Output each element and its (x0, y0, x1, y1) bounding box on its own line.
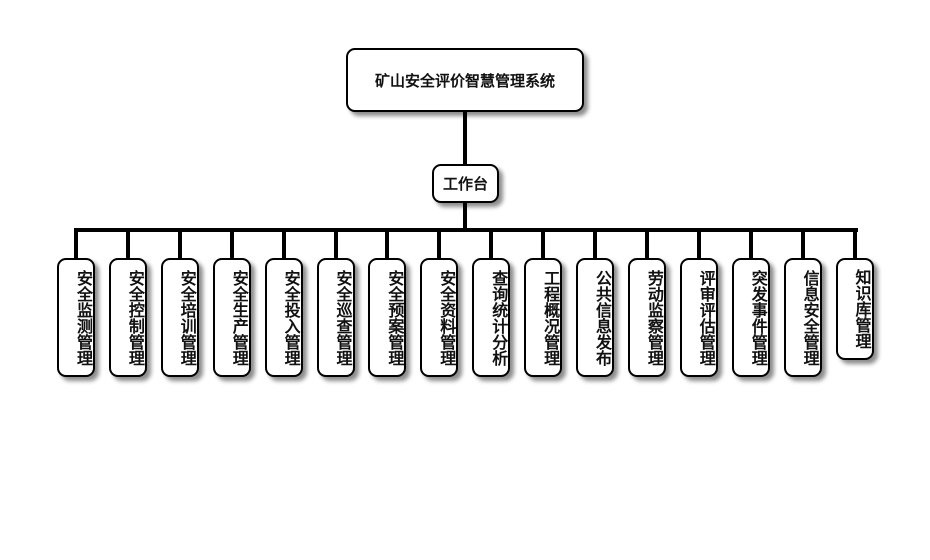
connector-drop (852, 230, 857, 258)
module-node[interactable]: 劳动监察管理 (627, 258, 666, 377)
workbench-node[interactable]: 工作台 (432, 164, 499, 203)
module-node[interactable]: 安全预案管理 (368, 258, 407, 377)
connector-drop (281, 230, 286, 258)
module-node[interactable]: 安全投入管理 (264, 258, 303, 377)
connector-drop (593, 230, 597, 258)
connector-drop (125, 230, 130, 258)
connector-drop (489, 230, 494, 258)
module-node[interactable]: 安全监测管理 (57, 258, 95, 377)
connector-drop (644, 230, 649, 258)
module-node[interactable]: 工程概况管理 (524, 258, 563, 377)
connector-drop (541, 230, 546, 258)
connector-drop (800, 230, 805, 258)
connector-hub-bus (463, 203, 467, 231)
module-node[interactable]: 信息安全管理 (783, 258, 822, 377)
module-node[interactable]: 知识库管理 (835, 258, 874, 360)
connector-drop (437, 230, 442, 258)
connector-drop (748, 230, 753, 258)
module-node[interactable]: 安全控制管理 (108, 258, 147, 377)
connector-bus (74, 228, 858, 232)
module-node[interactable]: 突发事件管理 (731, 258, 770, 377)
connector-drop (229, 230, 234, 258)
module-node[interactable]: 安全巡查管理 (316, 258, 355, 377)
module-node[interactable]: 安全生产管理 (212, 258, 251, 377)
connector-root-hub (463, 112, 467, 164)
connector-drop (177, 230, 182, 258)
connector-drop (696, 230, 701, 258)
root-node[interactable]: 矿山安全评价智慧管理系统 (346, 48, 584, 112)
connector-drop (385, 230, 390, 258)
module-node[interactable]: 公共信息发布 (576, 258, 614, 377)
module-node[interactable]: 安全资料管理 (420, 258, 459, 377)
connector-drop (333, 230, 338, 258)
connector-drop (74, 230, 78, 258)
module-node[interactable]: 评审评估管理 (679, 258, 718, 377)
module-node[interactable]: 安全培训管理 (160, 258, 199, 377)
module-node[interactable]: 查询统计分析 (472, 258, 511, 377)
